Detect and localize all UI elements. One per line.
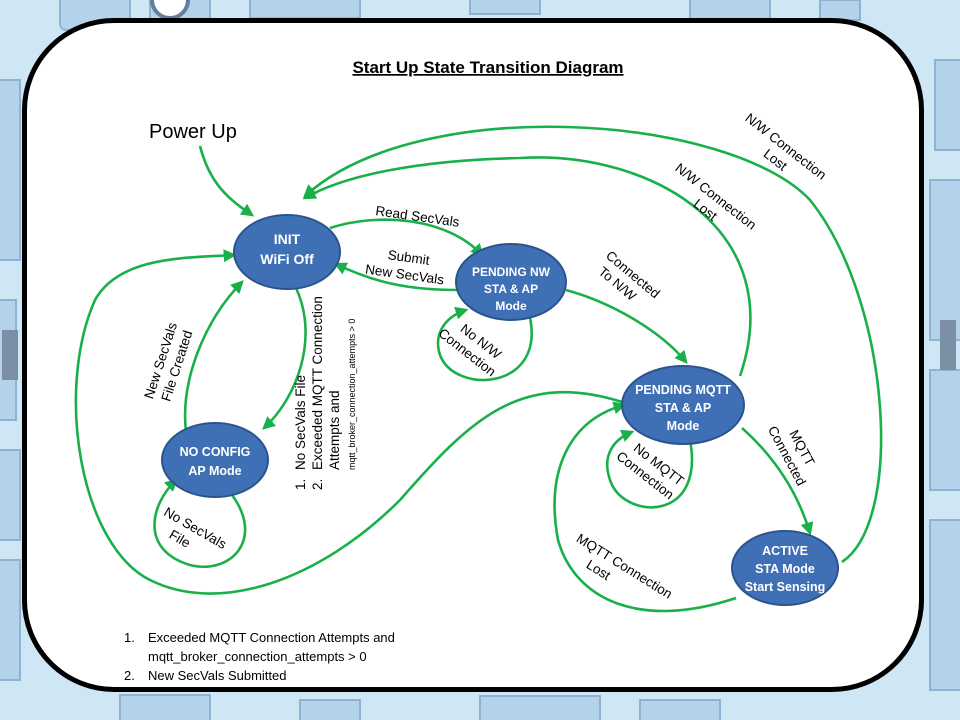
transition-arrows [74,125,883,613]
diagram-title: Start Up State Transition Diagram [352,58,623,77]
footnote-number: 1. [124,630,135,645]
footnote-text: mqtt_broker_connection_attempts > 0 [148,649,367,664]
footnote-item: 1. Exceeded MQTT Connection Attempts and… [124,628,395,666]
state-pending-mqtt: PENDING MQTT STA & AP Mode [621,365,745,445]
label-cond-item2-line2: Attempts and [327,390,342,470]
state-active-line1: ACTIVE [762,544,808,558]
state-pending-nw-line1: PENDING NW [472,265,551,279]
footnotes: 1. Exceeded MQTT Connection Attempts and… [124,628,395,685]
state-pending-mqtt-line3: Mode [667,419,700,433]
label-read-secvals: Read SecVals [375,203,461,230]
arrow-connected-to-nw [565,288,688,365]
footnote-number: 2. [124,668,135,683]
label-submit-line1: Submit [387,247,431,268]
label-no-secvals-line1: No SecVals [161,504,229,552]
state-init-line2: WiFi Off [260,251,314,267]
label-submit-line2: New SecVals [364,262,445,288]
state-active: ACTIVE STA Mode Start Sensing [731,530,839,606]
state-active-line2: STA Mode [755,562,815,576]
arrow-mqtt-failure-to-init [74,249,623,595]
label-nw-lost-outer-line1: N/W Connection [742,110,829,182]
label-nw-lost-inner-line1: N/W Connection [672,160,759,232]
arrow-nw-lost-outer [303,125,883,564]
arrow-read-secvals [329,218,484,257]
footnote-item: 2. New SecVals Submitted [124,666,395,685]
state-no-config-line2: AP Mode [188,464,241,478]
label-cond-item1: No SecVals File [293,375,308,470]
state-pending-mqtt-line2: STA & AP [655,401,711,415]
label-cond-num1: 1. [293,479,308,490]
state-active-line3: Start Sensing [745,580,826,594]
state-no-config-line1: NO CONFIG [180,445,251,459]
state-pending-nw: PENDING NW STA & AP Mode [455,243,567,321]
label-cond-item2-line1: Exceeded MQTT Connection [310,296,325,470]
state-no-config: NO CONFIG AP Mode [161,422,269,498]
arrow-init-to-noconfig [262,287,307,430]
state-init: INIT WiFi Off [233,214,341,290]
arrow-power-up [198,145,255,217]
state-pending-nw-line2: STA & AP [484,282,538,296]
arrow-mqtt-connected [741,427,814,536]
arrow-no-secvals-loop [153,478,247,568]
label-cond-num2: 2. [310,479,325,490]
arrow-no-nw-loop [436,306,533,382]
arrow-new-secvals-created [183,280,244,433]
state-pending-mqtt-line1: PENDING MQTT [635,383,731,397]
arrow-nw-lost-inner [302,156,752,377]
state-init-line1: INIT [274,231,301,247]
state-pending-nw-line3: Mode [495,299,527,313]
power-up-label: Power Up [149,121,237,143]
arrow-mqtt-lost [553,401,737,613]
label-cond-item2-line3: mqtt_broker_connection_attempts > 0 [347,319,357,470]
footnote-text: Exceeded MQTT Connection Attempts and [148,630,395,645]
arrow-submit-secvals [333,262,459,292]
footnote-text: New SecVals Submitted [148,668,287,683]
arrow-no-mqtt-loop [606,429,694,509]
